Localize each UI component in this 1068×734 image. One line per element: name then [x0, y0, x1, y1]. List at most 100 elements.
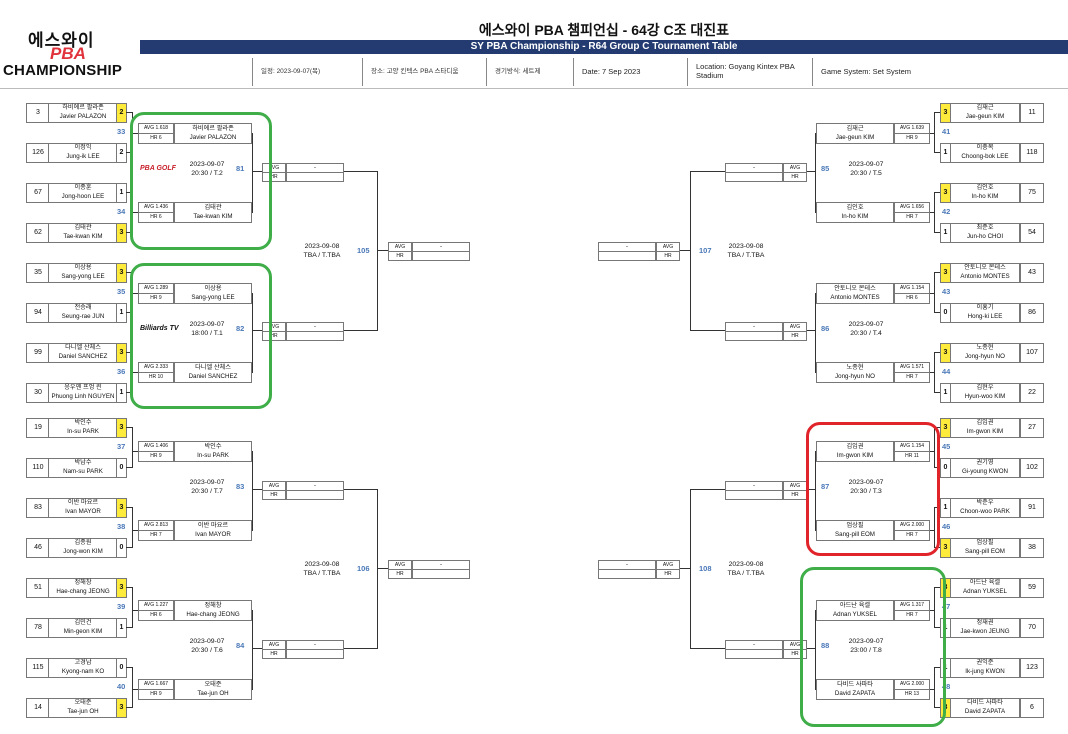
match-number: 39: [117, 602, 126, 611]
hr-value: [725, 490, 783, 500]
player-name-kr: 김임권: [976, 419, 994, 426]
hr-label: HR: [262, 331, 286, 341]
hr-label: HR: [656, 568, 680, 579]
bracket-line: [126, 352, 132, 353]
hr-label: HR: [262, 649, 286, 659]
match-date: 2023-09-08: [304, 560, 340, 568]
seed-number: 35: [26, 263, 50, 283]
seed-number: 115: [26, 658, 50, 678]
player-name-kr: 김현우: [976, 384, 994, 391]
seed-number: 78: [26, 618, 50, 638]
match-number: 83: [236, 481, 245, 491]
logo-text-champ: CHAMPIONSHIP: [3, 62, 123, 79]
highlight-frame-green: [130, 263, 272, 409]
seed-number: 67: [26, 183, 50, 203]
highlight-frame-red: [806, 422, 940, 556]
bracket-line: [930, 293, 934, 294]
info-location-kr: 장소: 고양 킨텍스 PBA 스타디움: [362, 58, 495, 86]
match-number: 48: [942, 682, 951, 691]
seed-number: 75: [1020, 183, 1044, 203]
player-name-en: Hong-ki LEE: [967, 312, 1003, 320]
player-name-kr: 박남수: [74, 459, 92, 466]
bracket-line: [930, 610, 934, 611]
hr-stat: HR 10: [138, 372, 174, 383]
set-score: 3: [116, 498, 127, 518]
player-name-en: In-su PARK: [197, 452, 229, 459]
player-name-en: Jong-hoon LEE: [61, 192, 105, 200]
bracket-line: [680, 249, 690, 251]
player-name-kr: 권익준: [976, 659, 994, 666]
match-number: 105: [357, 245, 370, 255]
player-name-en: Daniel SANCHEZ: [188, 373, 238, 380]
bracket-line: [815, 133, 816, 213]
set-score: 3: [116, 578, 127, 598]
bracket-line: [934, 667, 940, 668]
bracket-line: [690, 489, 691, 649]
bracket-line: [126, 152, 132, 153]
match-time: 20:30 / T.2: [191, 169, 223, 177]
bracket-line: [934, 312, 940, 313]
bracket-line: [815, 293, 816, 373]
match-number: 107: [699, 245, 712, 255]
player-name-en: David ZAPATA: [834, 690, 876, 697]
player-name-kr: 엄상필: [976, 539, 994, 546]
match-time: 23:00 / T.8: [850, 646, 882, 654]
hr-stat: HR 7: [894, 530, 930, 541]
bracket-line: [252, 451, 253, 531]
set-score: 3: [116, 263, 127, 283]
